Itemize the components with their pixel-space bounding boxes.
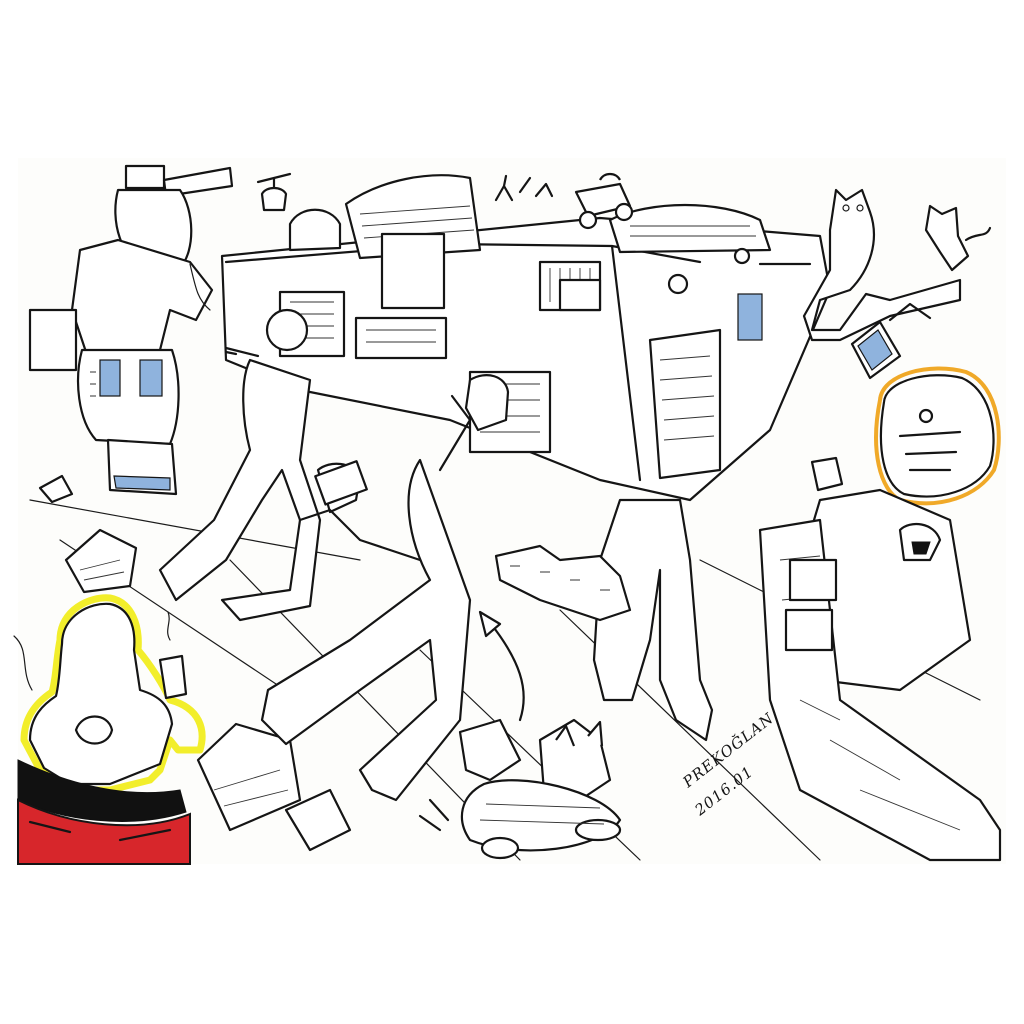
- flying-critters: [256, 172, 634, 230]
- telescope-robot: [28, 164, 234, 496]
- seated-robot: [758, 366, 1002, 862]
- cats: [802, 188, 992, 342]
- tub-figure: [13, 594, 206, 865]
- flying-book: [850, 302, 932, 380]
- marching-figures: [158, 308, 714, 802]
- rocks: [38, 474, 352, 852]
- carried-machine: [220, 174, 832, 502]
- wheeled-creature: [418, 610, 622, 860]
- background-village: [494, 544, 632, 622]
